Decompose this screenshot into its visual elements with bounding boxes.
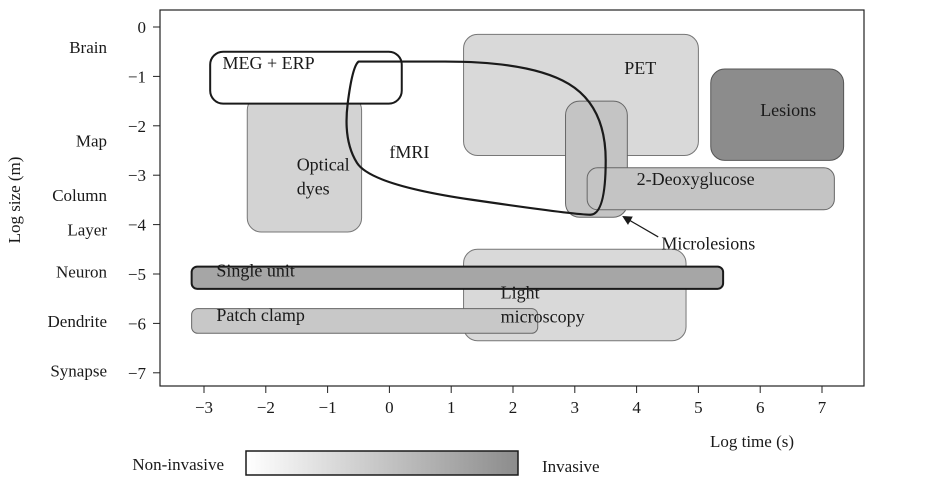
invasiveness-legend: Non-invasive Invasive — [132, 450, 600, 476]
regions-layer — [190, 33, 845, 342]
label-fmri: fMRI — [389, 142, 429, 162]
x-axis-label: Log time (s) — [710, 432, 794, 451]
x-tick-label: −2 — [257, 398, 275, 417]
y-axis-label: Log size (m) — [5, 157, 24, 244]
fmri-layer — [345, 60, 607, 216]
region-single-unit — [190, 265, 725, 290]
label-microlesions: Microlesions — [661, 233, 755, 253]
scale-label-layer: Layer — [67, 221, 107, 240]
scale-label-synapse: Synapse — [50, 361, 107, 380]
x-tick-label: 0 — [385, 398, 394, 417]
x-tick-label: 7 — [818, 398, 827, 417]
plot-frame — [159, 9, 865, 387]
scale-label-neuron: Neuron — [56, 263, 107, 282]
x-tick-label: 5 — [694, 398, 703, 417]
y-tick-label: −4 — [128, 216, 147, 235]
x-tick-label: 6 — [756, 398, 765, 417]
x-tick-label: −3 — [195, 398, 213, 417]
label-2-deoxyglucose: 2-Deoxyglucose — [637, 169, 755, 189]
microlesions-callout-arrow — [622, 215, 659, 238]
region-meg-erp — [209, 50, 403, 105]
region-2-deoxyglucose — [586, 167, 835, 211]
axis-layer: −3 −2 −1 0 1 2 3 4 5 6 7 0 −1 −2 −3 −4 −5 −6 −7 BrainMapCol… — [48, 18, 827, 417]
y-tick-label: −7 — [128, 364, 147, 383]
region-lesions — [710, 68, 845, 161]
y-tick-label: −6 — [128, 314, 146, 333]
label-lesions: Lesions — [760, 100, 816, 120]
region-fmri — [345, 60, 607, 216]
x-tick-label: −1 — [319, 398, 337, 417]
legend-invasive-label: Invasive — [542, 457, 600, 476]
x-tick-label: 4 — [632, 398, 641, 417]
y-tick-label: −3 — [128, 166, 146, 185]
y-tick-label: 0 — [138, 18, 147, 37]
x-tick-label: 2 — [509, 398, 518, 417]
scale-label-dendrite: Dendrite — [48, 312, 107, 331]
y-tick-label: −2 — [128, 117, 146, 136]
x-tick-label: 1 — [447, 398, 456, 417]
scale-label-map: Map — [76, 132, 107, 151]
scale-label-column: Column — [52, 186, 107, 205]
x-tick-label: 3 — [571, 398, 580, 417]
y-tick-label: −1 — [128, 67, 146, 86]
label-meg-erp: MEG + ERP — [223, 53, 315, 73]
label-pet: PET — [624, 58, 656, 78]
label-patch-clamp: Patch clamp — [216, 305, 304, 325]
label-single-unit: Single unit — [216, 260, 295, 280]
scale-label-brain: Brain — [69, 38, 107, 57]
legend-gradient-bar — [245, 450, 519, 476]
legend-non-invasive-label: Non-invasive — [132, 455, 224, 474]
y-tick-label: −5 — [128, 265, 146, 284]
region-patch-clamp — [191, 308, 539, 334]
